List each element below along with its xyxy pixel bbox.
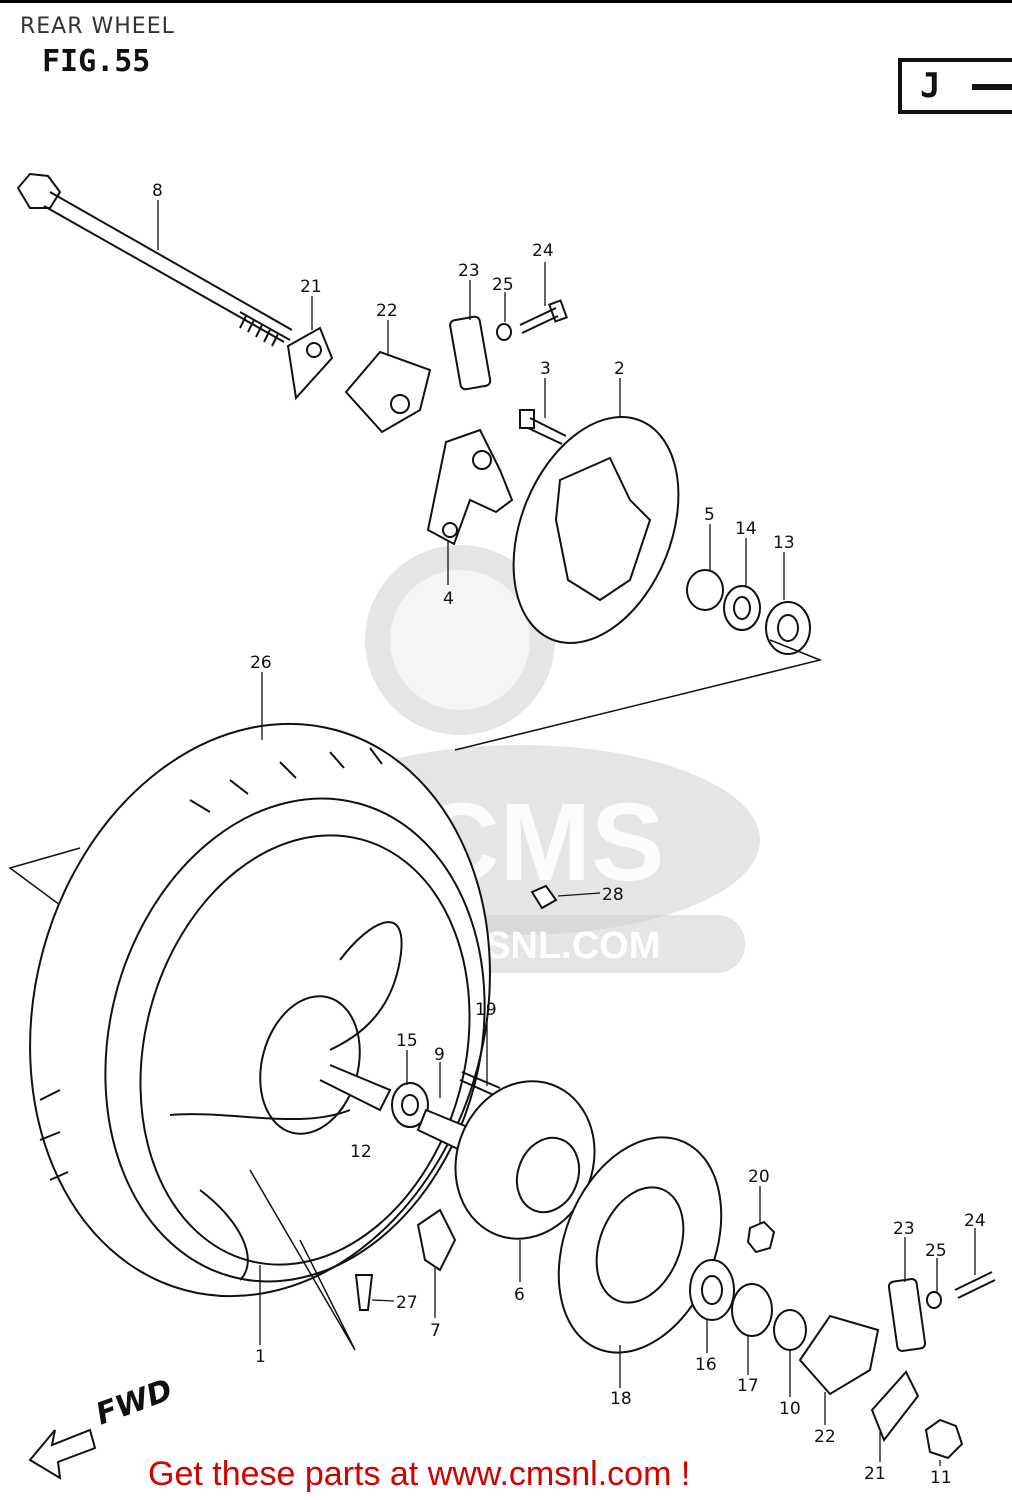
callout-24-bottom: 24 xyxy=(964,1211,986,1231)
leader-lines xyxy=(157,200,976,1466)
callout-7: 7 xyxy=(430,1321,441,1341)
callout-6: 6 xyxy=(514,1285,525,1305)
callout-17: 17 xyxy=(737,1376,759,1396)
section-code-dash xyxy=(972,84,1012,90)
callout-labels: 8 21 22 23 25 24 3 2 4 5 14 13 26 28 15 … xyxy=(152,181,986,1488)
callout-12: 12 xyxy=(350,1142,372,1162)
stopper-bottom xyxy=(887,1278,927,1352)
callout-5: 5 xyxy=(704,505,715,525)
bearing-16-part xyxy=(689,1259,735,1321)
callout-21: 21 xyxy=(300,277,322,297)
chain-adjuster-bottom xyxy=(798,1314,880,1396)
callout-4: 4 xyxy=(443,589,454,609)
callout-24: 24 xyxy=(532,241,554,261)
callout-8: 8 xyxy=(152,181,163,201)
rear-sprocket xyxy=(557,1136,723,1354)
page-title: REAR WHEEL xyxy=(20,14,175,39)
callout-22-bottom: 22 xyxy=(814,1427,836,1447)
callout-10: 10 xyxy=(779,1399,801,1419)
section-code: J xyxy=(920,66,941,106)
footer-link-text[interactable]: Get these parts at www.cmsnl.com ! xyxy=(148,1455,691,1493)
spacer-part xyxy=(319,1064,392,1112)
callout-1: 1 xyxy=(255,1347,266,1367)
callout-25: 25 xyxy=(492,275,514,295)
rear-wheel-tire xyxy=(29,722,491,1298)
collar-part xyxy=(686,569,724,611)
callout-28: 28 xyxy=(602,885,624,905)
chain-adjuster-top xyxy=(344,350,432,434)
callout-19: 19 xyxy=(475,1000,497,1020)
damper-part xyxy=(416,1208,457,1272)
clip-part xyxy=(530,884,558,910)
callout-18: 18 xyxy=(610,1389,632,1409)
callout-3: 3 xyxy=(540,359,551,379)
axle-nut xyxy=(924,1418,964,1460)
bearing-part xyxy=(765,601,811,655)
callout-23-bottom: 23 xyxy=(893,1219,915,1239)
collar-10-part xyxy=(773,1309,807,1351)
caliper-bracket xyxy=(426,428,514,546)
figure-number: FIG.55 xyxy=(42,44,151,79)
axle-part xyxy=(16,172,293,347)
callout-25-bottom: 25 xyxy=(925,1241,947,1261)
callout-14: 14 xyxy=(735,519,757,539)
oil-seal-17-part xyxy=(731,1283,773,1337)
bearing-15-part xyxy=(391,1082,429,1128)
callout-13: 13 xyxy=(773,533,795,553)
callout-16: 16 xyxy=(695,1355,717,1375)
chain-adjuster-plate-top xyxy=(286,326,334,401)
callout-23: 23 xyxy=(458,261,480,281)
forward-arrow-icon xyxy=(28,1428,97,1480)
brake-disc xyxy=(512,416,680,644)
callout-27: 27 xyxy=(396,1293,418,1313)
stopper-top xyxy=(449,315,492,391)
sprocket-nut xyxy=(746,1220,776,1254)
valve-part xyxy=(354,1274,374,1311)
callout-15: 15 xyxy=(396,1031,418,1051)
top-rule xyxy=(0,0,1012,3)
callout-26: 26 xyxy=(250,653,272,673)
callout-9: 9 xyxy=(434,1045,445,1065)
callout-2: 2 xyxy=(614,359,625,379)
oil-seal-part xyxy=(723,585,761,631)
callout-22: 22 xyxy=(376,301,398,321)
callout-20: 20 xyxy=(748,1167,770,1187)
chain-adjuster-plate-bottom xyxy=(870,1370,920,1442)
callout-21-bottom: 21 xyxy=(864,1464,886,1484)
callout-11: 11 xyxy=(930,1468,952,1488)
section-code-box: J xyxy=(898,58,1012,114)
